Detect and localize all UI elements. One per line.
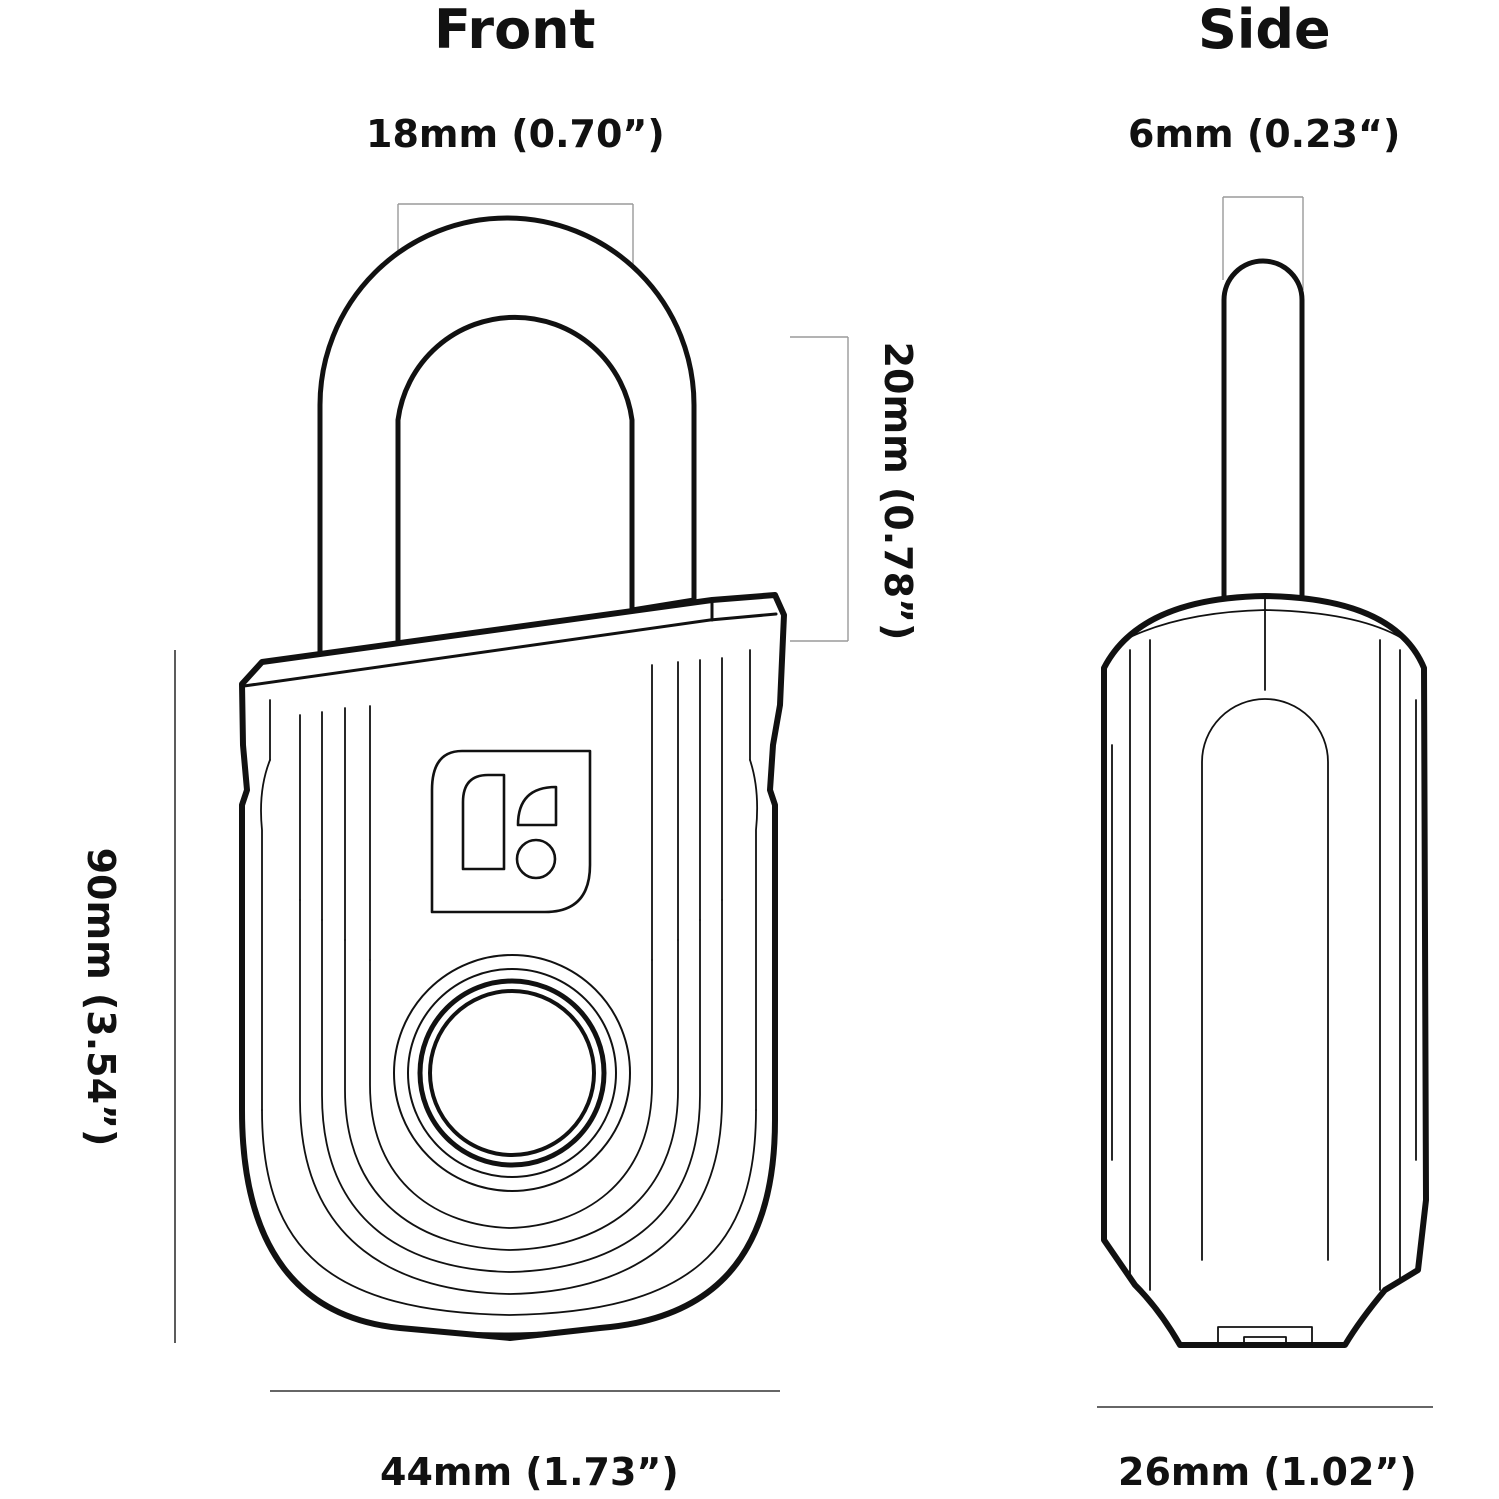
front-view-title: Front <box>434 0 596 61</box>
front-shackle-width-label: 18mm (0.70”) <box>366 112 665 156</box>
front-top-bevel <box>242 612 778 688</box>
fingerprint-sensor-icon <box>393 954 631 1192</box>
front-concentric-ribs <box>261 899 757 1316</box>
front-shackle <box>317 215 697 663</box>
side-view-title: Side <box>1198 0 1331 61</box>
front-padlock <box>239 215 787 1341</box>
side-shackle <box>1221 258 1305 603</box>
side-body <box>1101 593 1429 1348</box>
dimension-lines <box>174 650 1433 1408</box>
side-padlock <box>1101 258 1429 1348</box>
front-body <box>239 592 787 1341</box>
front-upper-ribs <box>260 649 759 1111</box>
side-shackle-thickness-label: 6mm (0.23“) <box>1128 112 1401 156</box>
front-width-label: 44mm (1.73”) <box>380 1450 679 1494</box>
side-width-label: 26mm (1.02”) <box>1118 1450 1417 1494</box>
side-body-contours <box>1111 597 1417 1346</box>
brand-logo-icon <box>430 749 592 914</box>
front-bottom-edge <box>398 1326 602 1336</box>
